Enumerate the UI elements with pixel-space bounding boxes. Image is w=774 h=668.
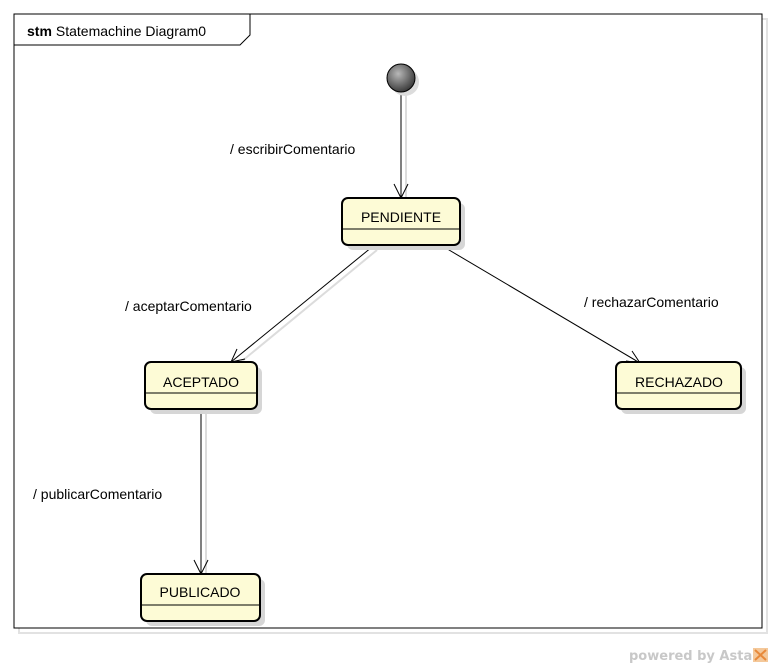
- state-name: PUBLICADO: [160, 584, 241, 600]
- state-box: [144, 361, 258, 410]
- state-name: PENDIENTE: [361, 209, 441, 225]
- state-publicado[interactable]: PUBLICADO: [140, 573, 265, 626]
- transition-pendiente-rechazado[interactable]: [443, 246, 641, 364]
- transition-pendiente-aceptado[interactable]: [230, 246, 373, 363]
- transition-shadows: [205, 95, 407, 577]
- frame-name: Statemachine Diagram0: [56, 23, 206, 39]
- label-publicar-comentario: / publicarComentario: [33, 486, 162, 502]
- watermark-text: powered by Astah: [629, 649, 761, 664]
- frame-tab: [14, 14, 251, 46]
- state-name: RECHAZADO: [635, 374, 723, 390]
- initial-node[interactable]: [386, 63, 416, 93]
- label-rechazar-comentario: / rechazarComentario: [584, 294, 719, 310]
- state-box: [615, 361, 742, 410]
- state-box: [341, 197, 461, 246]
- diagram-frame: [13, 13, 763, 629]
- label-aceptar-comentario: / aceptarComentario: [125, 298, 252, 314]
- state-aceptado[interactable]: ACEPTADO: [144, 361, 262, 414]
- frame-keyword: stm: [27, 23, 52, 39]
- state-pendiente[interactable]: PENDIENTE: [341, 197, 465, 250]
- astah-logo-icon: [753, 648, 768, 662]
- label-escribir-comentario: / escribirComentario: [230, 141, 355, 157]
- state-name: ACEPTADO: [163, 374, 239, 390]
- state-rechazado[interactable]: RECHAZADO: [615, 361, 746, 414]
- state-box: [140, 573, 261, 622]
